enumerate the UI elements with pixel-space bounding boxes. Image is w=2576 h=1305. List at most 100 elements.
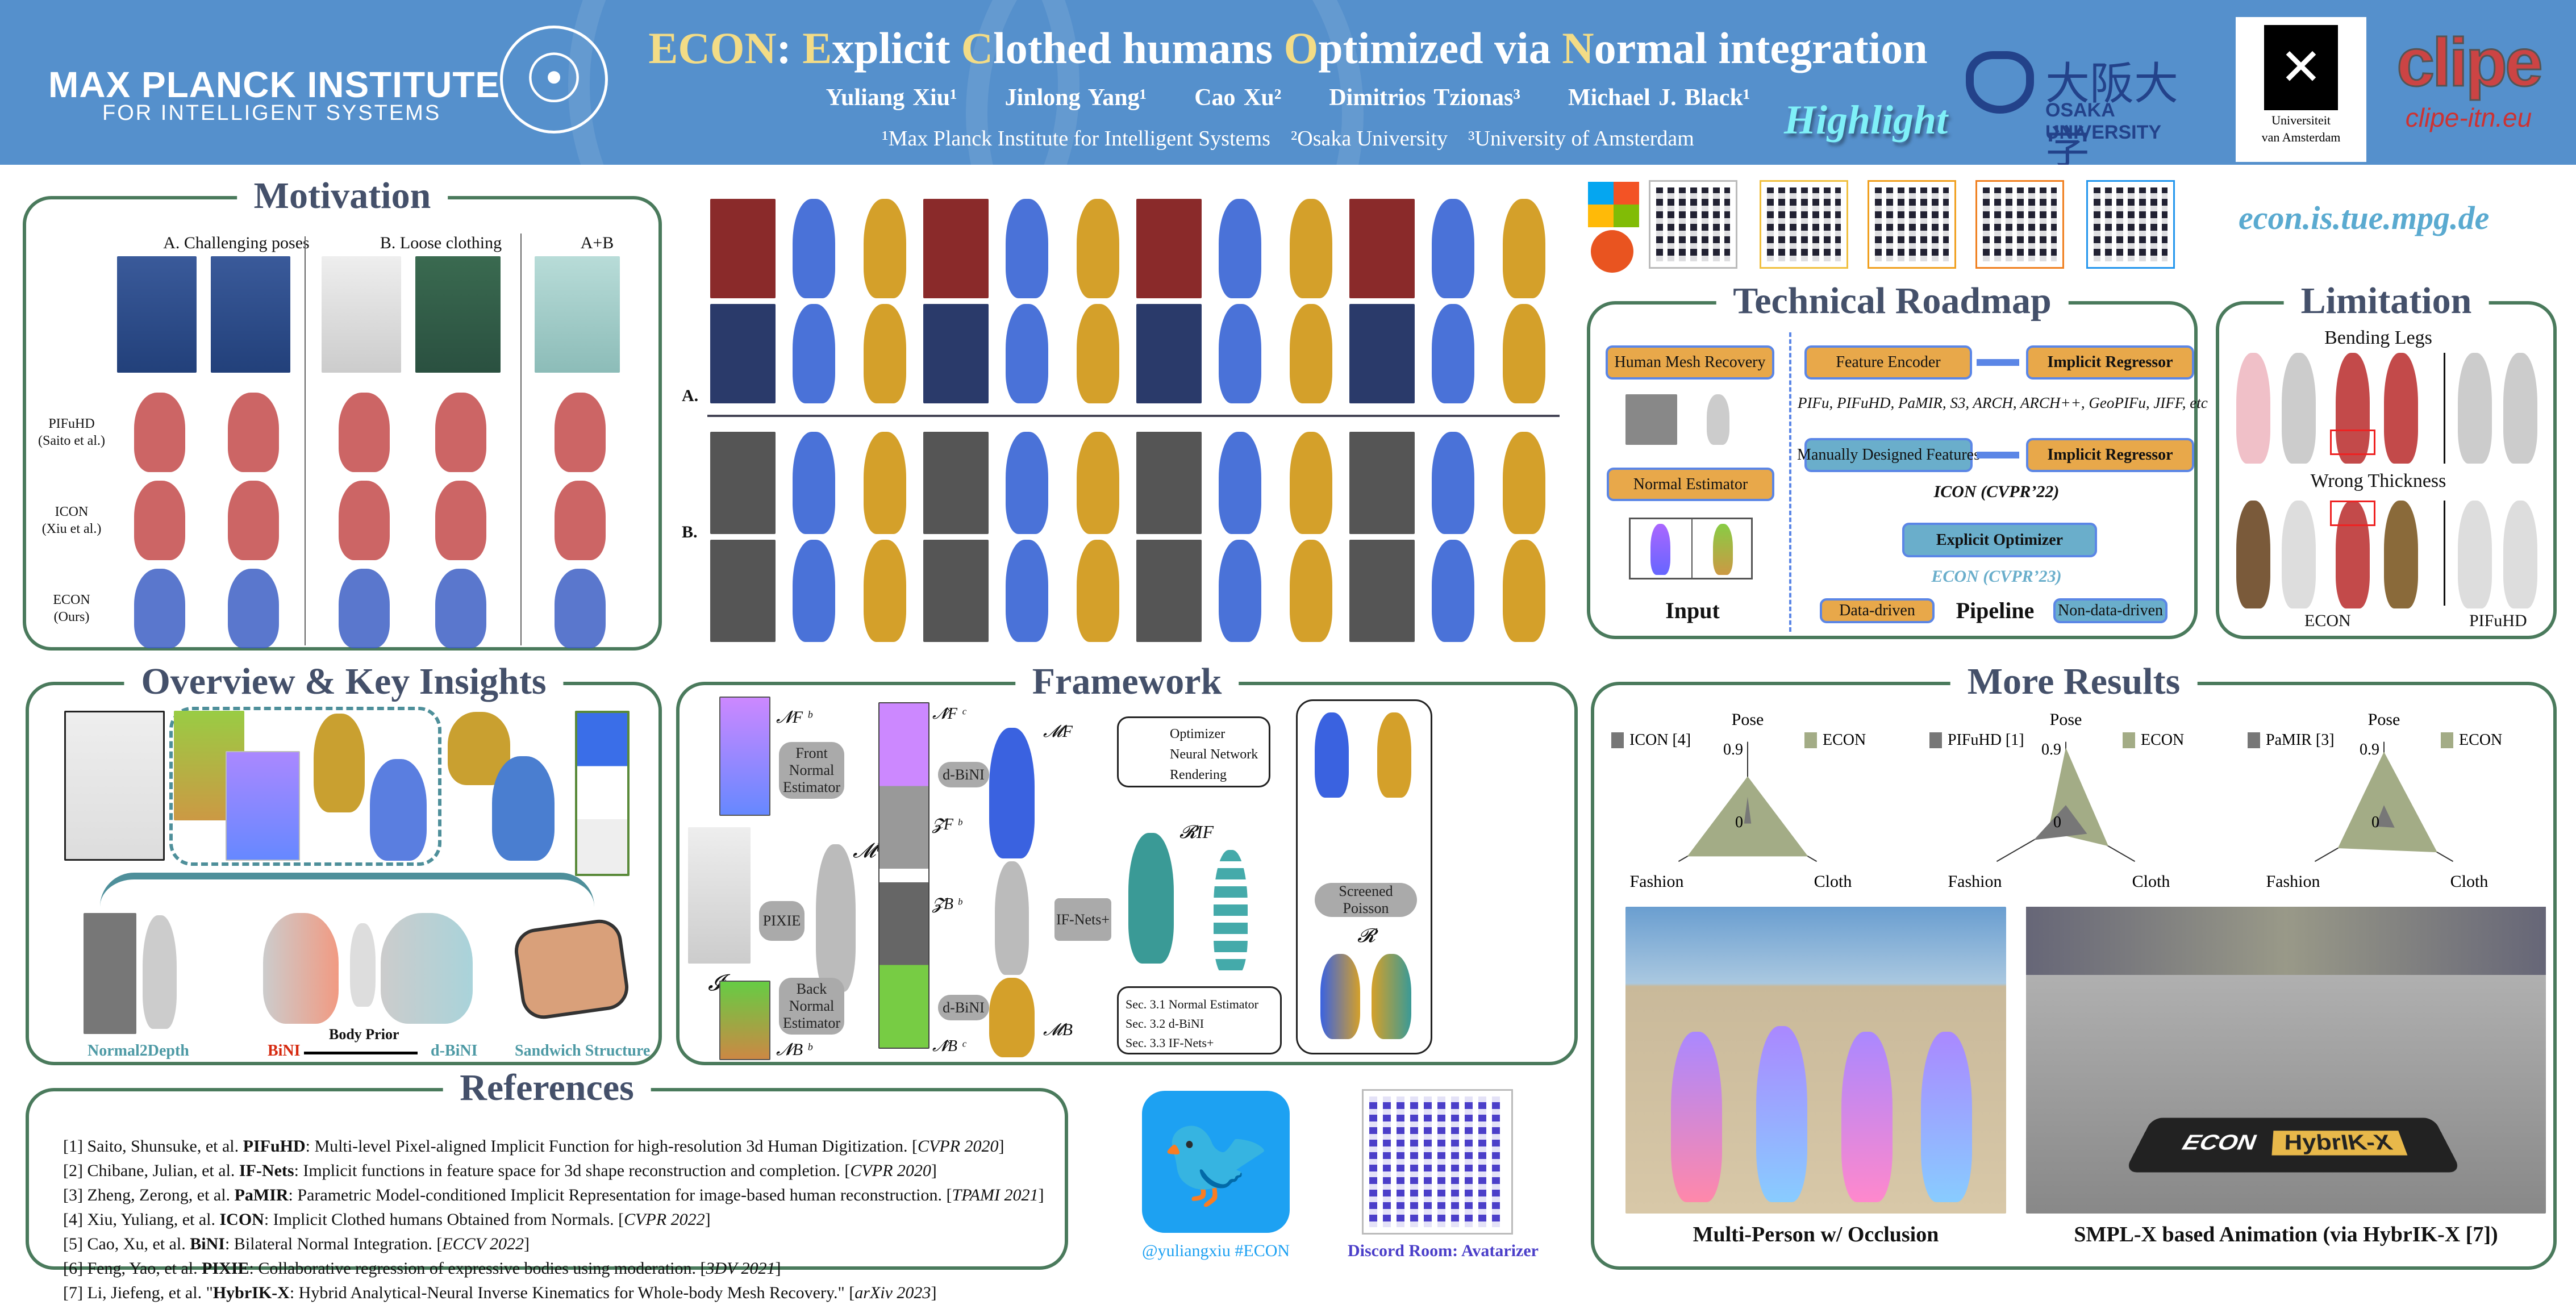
section-title: Technical Roadmap [1716, 278, 2069, 324]
screened-poisson-box: Screened Poisson [1315, 883, 1417, 917]
row-label-a: A. [682, 386, 699, 405]
ref-authors: [1] Saito, Shunsuke, et al. [63, 1137, 243, 1156]
ref-title: : Implicit Clothed humans Obtained from … [264, 1210, 624, 1229]
row-label: PIFuHD(Saito et al.) [32, 415, 111, 449]
ref-venue: CVPR 2020 [917, 1137, 999, 1156]
reconstruction-mesh [1290, 432, 1332, 534]
legend-label: ECON [1823, 731, 1866, 749]
ubuntu-icon [1591, 230, 1633, 273]
radar-axis-label: Fashion [2266, 872, 2320, 891]
input-photo [1136, 199, 1202, 298]
discord-room-label[interactable]: Discord Room: Avatarizer [1347, 1241, 1539, 1260]
econ-label: ECON [2304, 611, 2351, 630]
reconstruction-mesh [1503, 199, 1545, 298]
reconstruction-mesh [864, 304, 906, 403]
input-photo [710, 432, 776, 534]
limitation-mesh [2282, 353, 2316, 464]
radar-series-econ [2337, 752, 2437, 853]
back-normal-estimator-label: Estimator [782, 1015, 841, 1031]
radar-axis-label: Fashion [1948, 872, 2002, 891]
reconstruction-mesh [1077, 432, 1119, 534]
discord-qr-code[interactable] [1362, 1089, 1513, 1235]
twitter-icon[interactable]: 🐦 [1142, 1091, 1290, 1233]
limitation-mesh [2336, 501, 2370, 608]
sections-legend: Sec. 3.1 Normal Estimator Sec. 3.2 d-BiN… [1117, 986, 1282, 1054]
section-title: References [443, 1065, 651, 1111]
legend-swatch [1804, 732, 1817, 748]
dbini-box: d-BiNI [938, 762, 989, 787]
ref-title: : Parametric Model-conditioned Implicit … [288, 1186, 952, 1204]
technical-roadmap-panel: Technical Roadmap Human Mesh Recovery No… [1587, 278, 2208, 639]
ref-venue: TPAMI 2021 [952, 1186, 1039, 1204]
reconstruction-mesh [864, 432, 906, 534]
divider [1789, 332, 1791, 632]
divider [305, 236, 306, 645]
colab-qr-code[interactable] [1868, 180, 1956, 269]
project-website-link[interactable]: econ.is.tue.mpg.de [2239, 199, 2490, 236]
highlight-box [2330, 501, 2375, 526]
input-photo [1136, 304, 1202, 403]
huggingface-qr-code[interactable] [1760, 180, 1848, 269]
reconstruction-mesh [435, 393, 486, 472]
legend-label: PaMIR [3] [2266, 731, 2335, 749]
brace-decoration [100, 873, 594, 910]
ref-authors: [6] Feng, Yao, et al. [63, 1259, 202, 1278]
smpl-body-mesh [816, 844, 856, 992]
normal2depth-label: Normal2Depth [87, 1042, 189, 1060]
radar-tick-label: 0.9 [1723, 741, 1743, 758]
row-label: ICON (Xiu et al.) [32, 503, 111, 537]
limitation-mesh [2282, 501, 2316, 608]
reconstruction-mesh [1006, 432, 1048, 534]
ref-venue: arXiv 2023 [855, 1283, 931, 1302]
radar-tick-label: 0 [2053, 814, 2061, 831]
row-label-name: ICON [55, 505, 89, 519]
grid-divider [707, 415, 1560, 417]
section-title: Framework [1015, 659, 1239, 704]
ifnets-result-mesh [1128, 833, 1174, 964]
reconstruction-mesh [1006, 304, 1048, 403]
blender-qr-code[interactable] [1975, 180, 2064, 269]
reconstruction-mesh [228, 481, 279, 560]
section-ref: Sec. 3.2 d-BiNI [1126, 1016, 1204, 1031]
reference-item: [3] Zheng, Zerong, et al. PaMIR: Paramet… [63, 1183, 1044, 1207]
reconstruction-mesh [228, 569, 279, 648]
reconstruction-mesh [864, 540, 906, 642]
docker-qr-code[interactable] [2086, 180, 2175, 269]
symbol: 𝓜B [1043, 1020, 1073, 1039]
column-header: B. Loose clothing [380, 234, 502, 252]
limitation-mesh [2458, 501, 2492, 608]
symbol: 𝓜F [1043, 722, 1073, 741]
reconstruction-mesh [1006, 199, 1048, 298]
completed-mesh [492, 756, 555, 861]
minerva-seal-logo: ☉ [500, 26, 608, 134]
subheading: Wrong Thickness [2310, 470, 2446, 491]
dbini-box: d-BiNI [938, 995, 989, 1020]
clipe-logo: clipe clipe-itn.eu [2369, 23, 2568, 153]
ref-method: BiNI [190, 1235, 225, 1253]
radar-tick-label: 0 [1735, 814, 1743, 831]
body-prior-label: Body Prior [329, 1026, 399, 1043]
reconstruction-mesh [793, 540, 835, 642]
row-label-cite: (Xiu et al.) [41, 522, 102, 536]
reconstruction-mesh [339, 569, 390, 648]
reconstruction-mesh [864, 199, 906, 298]
author-name: Dimitrios Tzionas³ [1329, 85, 1520, 111]
normal-depth-column [878, 702, 929, 1049]
ref-venue: CVPR 2022 [624, 1210, 705, 1229]
input-photo [1349, 540, 1415, 642]
twitter-handle[interactable]: @yuliangxiu #ECON [1141, 1241, 1290, 1260]
reference-item: [1] Saito, Shunsuke, et al. PIFuHD: Mult… [63, 1134, 1044, 1158]
normal-estimator-box: Normal Estimator [1607, 468, 1774, 501]
github-qr-code[interactable] [1649, 180, 1737, 269]
arrow-icon [304, 1052, 418, 1054]
reconstruction-mesh [1219, 304, 1261, 403]
author-name: Cao Xu² [1194, 85, 1282, 111]
input-photo [64, 711, 165, 861]
clipe-url[interactable]: clipe-itn.eu [2405, 103, 2532, 132]
limitation-mesh [2458, 353, 2492, 464]
row-label-name: PIFuHD [48, 416, 95, 431]
reconstruction-mesh [555, 569, 606, 648]
